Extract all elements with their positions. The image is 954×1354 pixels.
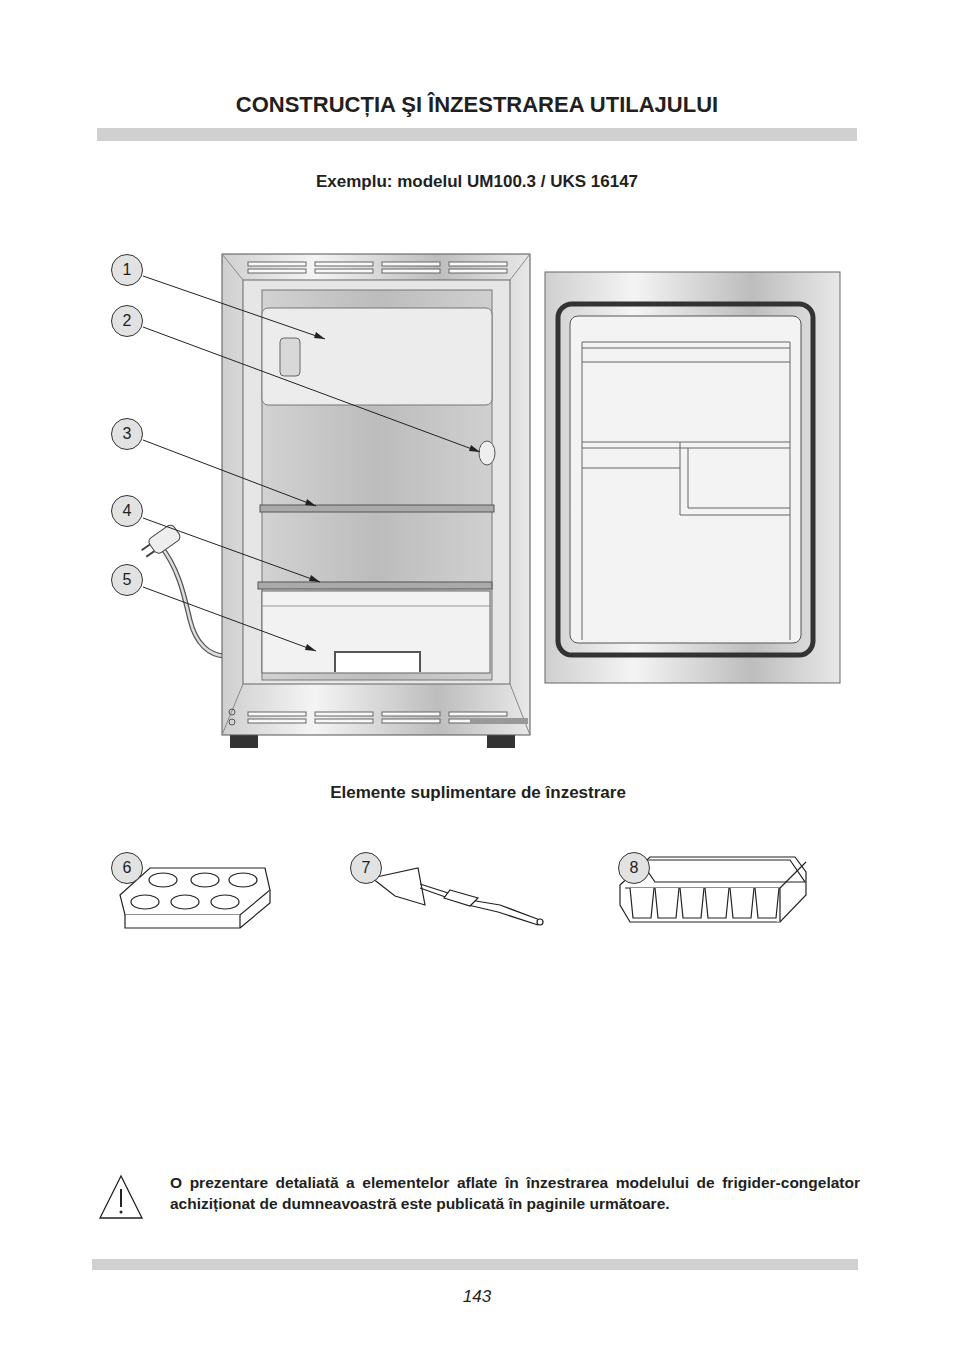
ice-cell — [705, 888, 729, 918]
callout-circle: 5 — [111, 564, 143, 596]
vent-slot — [382, 719, 440, 723]
callout-circle: 4 — [111, 495, 143, 527]
vent-slot — [315, 269, 373, 273]
vent-slot — [315, 719, 373, 723]
vent-slot — [248, 719, 306, 723]
callout-number: 3 — [123, 425, 132, 443]
ice-cell — [630, 888, 654, 918]
vent-slot — [315, 262, 373, 266]
page-title: CONSTRUCȚIA ŞI ÎNZESTRAREA UTILAJULUI — [0, 92, 954, 118]
callout-number: 1 — [123, 261, 132, 279]
ice-cell — [680, 888, 704, 918]
callout-number: 6 — [123, 859, 132, 877]
model-subtitle: Exemplu: modelul UM100.3 / UKS 16147 — [0, 172, 954, 192]
vent-slot — [248, 712, 306, 716]
ice-cell — [730, 888, 754, 918]
ice-cell — [655, 888, 679, 918]
callout-number: 4 — [123, 502, 132, 520]
callout-circle: 7 — [350, 852, 382, 884]
ice-cell — [755, 888, 779, 918]
vent-slot — [382, 712, 440, 716]
vent-slot — [382, 269, 440, 273]
callout-number: 8 — [630, 859, 639, 877]
callout-number: 2 — [123, 312, 132, 330]
vent-slot — [449, 269, 507, 273]
vent-slot — [248, 262, 306, 266]
callout-circle: 3 — [111, 418, 143, 450]
vent-slot — [382, 262, 440, 266]
vent-slot — [315, 712, 373, 716]
callout-circle: 1 — [111, 254, 143, 286]
page-number: 143 — [0, 1287, 954, 1307]
vent-slot — [248, 269, 306, 273]
vent-slot — [449, 712, 507, 716]
callout-number: 5 — [123, 571, 132, 589]
accessories-heading: Elemente suplimentare de înzestrare — [330, 781, 626, 805]
vent-slot — [449, 262, 507, 266]
callout-number: 7 — [362, 859, 371, 877]
warning-note: O prezentare detaliată a elementelor afl… — [170, 1172, 860, 1214]
callout-circle: 2 — [111, 305, 143, 337]
callout-circle: 8 — [618, 852, 650, 884]
callout-circle: 6 — [111, 852, 143, 884]
